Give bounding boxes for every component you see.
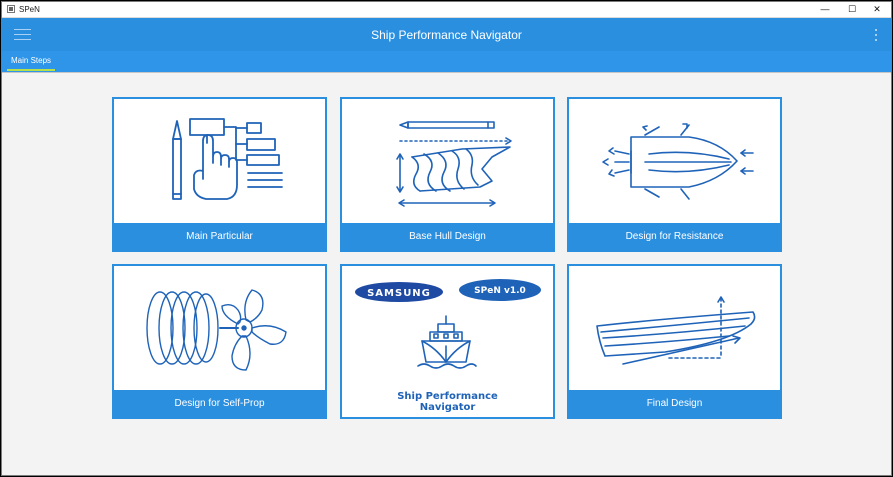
card-spen-navigator[interactable]: SAMSUNG SPeN v1.0 Ship Performance Navig… bbox=[340, 264, 555, 419]
brand-title-line2: Navigator bbox=[419, 402, 476, 413]
samsung-logo: SAMSUNG bbox=[355, 282, 443, 302]
app-header: Ship Performance Navigator bbox=[2, 18, 891, 51]
ship-front-icon bbox=[417, 315, 477, 369]
app-title: Ship Performance Navigator bbox=[371, 28, 522, 42]
ship-side-icon bbox=[596, 296, 756, 365]
brand-title-line1: Ship Performance bbox=[397, 391, 498, 402]
card-label: Design for Resistance bbox=[569, 223, 780, 250]
brand-art: SAMSUNG SPeN v1.0 bbox=[355, 279, 541, 369]
tab-bar: Main Steps bbox=[2, 51, 891, 73]
pencil-hand-diagram-icon bbox=[172, 118, 283, 200]
card-main-particular[interactable]: Main Particular bbox=[112, 97, 327, 252]
card-label: Main Particular bbox=[114, 223, 325, 250]
hamburger-menu-icon[interactable] bbox=[14, 29, 31, 41]
card-final-design[interactable]: Final Design bbox=[567, 264, 782, 419]
app-window-icon bbox=[7, 5, 15, 13]
card-label: Design for Self-Prop bbox=[114, 390, 325, 417]
card-design-for-resistance[interactable]: Design for Resistance bbox=[567, 97, 782, 252]
window-titlebar[interactable]: SPeN — ☐ ✕ bbox=[2, 2, 891, 18]
card-label: Base Hull Design bbox=[342, 223, 553, 250]
maximize-button[interactable]: ☐ bbox=[847, 4, 857, 14]
card-base-hull-design[interactable]: Base Hull Design bbox=[340, 97, 555, 252]
hull-lines-icon bbox=[396, 121, 512, 207]
samsung-logo-text: SAMSUNG bbox=[367, 288, 431, 299]
version-badge: SPeN v1.0 bbox=[459, 279, 541, 301]
card-label: Final Design bbox=[569, 390, 780, 417]
window-title: SPeN bbox=[19, 5, 40, 14]
version-badge-text: SPeN v1.0 bbox=[474, 286, 526, 296]
card-design-for-self-prop[interactable]: Design for Self-Prop bbox=[112, 264, 327, 419]
close-button[interactable]: ✕ bbox=[873, 4, 881, 14]
minimize-button[interactable]: — bbox=[820, 4, 830, 14]
propeller-icon bbox=[146, 289, 287, 371]
more-vertical-icon[interactable] bbox=[874, 29, 878, 41]
tab-main-steps[interactable]: Main Steps bbox=[7, 51, 56, 71]
hull-flow-arrows-icon bbox=[602, 123, 754, 200]
